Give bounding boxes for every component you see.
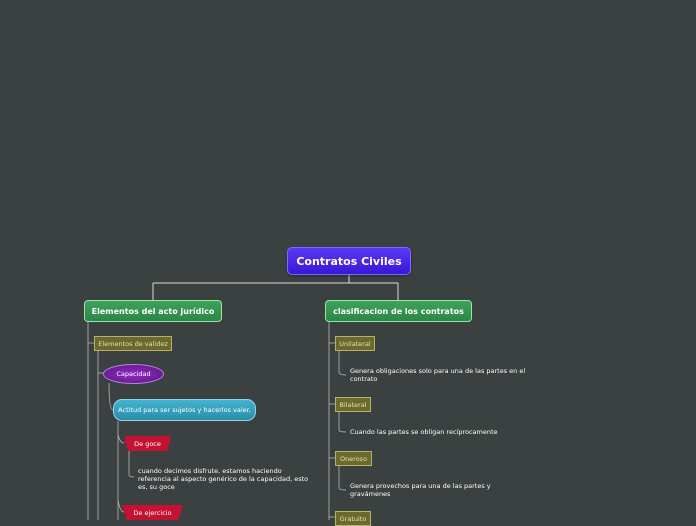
oneroso-node[interactable]: Oneroso [335, 451, 372, 466]
bilateral-node[interactable]: Bilateral [335, 397, 371, 412]
oneroso-label: Oneroso [339, 454, 368, 463]
aptitud-node[interactable]: Actitud para ser sujetos y hacerlos vale… [113, 399, 256, 421]
unilateral-node[interactable]: Unilateral [335, 336, 375, 351]
elementos-acto-juridico-node[interactable]: Elementos del acto jurídico [84, 300, 222, 322]
de-ejercicio-node[interactable]: De ejercicio [122, 505, 183, 520]
bilateral-description: Cuando las partes se obligan recíprocame… [350, 428, 498, 436]
bilateral-label: Bilateral [339, 400, 367, 409]
oneroso-description: Genera provechos para una de las partes … [350, 482, 491, 498]
gratuito-node[interactable]: Gratuito [335, 511, 371, 526]
capacidad-node[interactable]: Capacidad [103, 364, 164, 384]
clasificacion-contratos-node[interactable]: clasificacion de los contratos [325, 300, 472, 322]
elementos-validez-label: Elementos de validez [98, 339, 168, 348]
root-title: Contratos Civiles [296, 254, 402, 268]
elementos-acto-juridico-label: Elementos del acto jurídico [91, 306, 215, 316]
de-goce-description: cuando decimos disfrute, estamos haciend… [138, 467, 309, 491]
unilateral-label: Unilateral [339, 339, 371, 348]
elementos-validez-node[interactable]: Elementos de validez [94, 336, 172, 351]
clasificacion-contratos-label: clasificacion de los contratos [333, 306, 464, 316]
de-goce-node[interactable]: De goce [124, 436, 171, 451]
root-node[interactable]: Contratos Civiles [287, 247, 411, 275]
de-goce-label: De goce [134, 439, 161, 448]
capacidad-label: Capacidad [116, 370, 151, 378]
de-ejercicio-label: De ejercicio [133, 508, 172, 517]
gratuito-label: Gratuito [339, 514, 367, 523]
unilateral-description: Genera obligaciones solo para una de las… [350, 367, 526, 383]
aptitud-label: Actitud para ser sujetos y hacerlos vale… [118, 406, 251, 414]
